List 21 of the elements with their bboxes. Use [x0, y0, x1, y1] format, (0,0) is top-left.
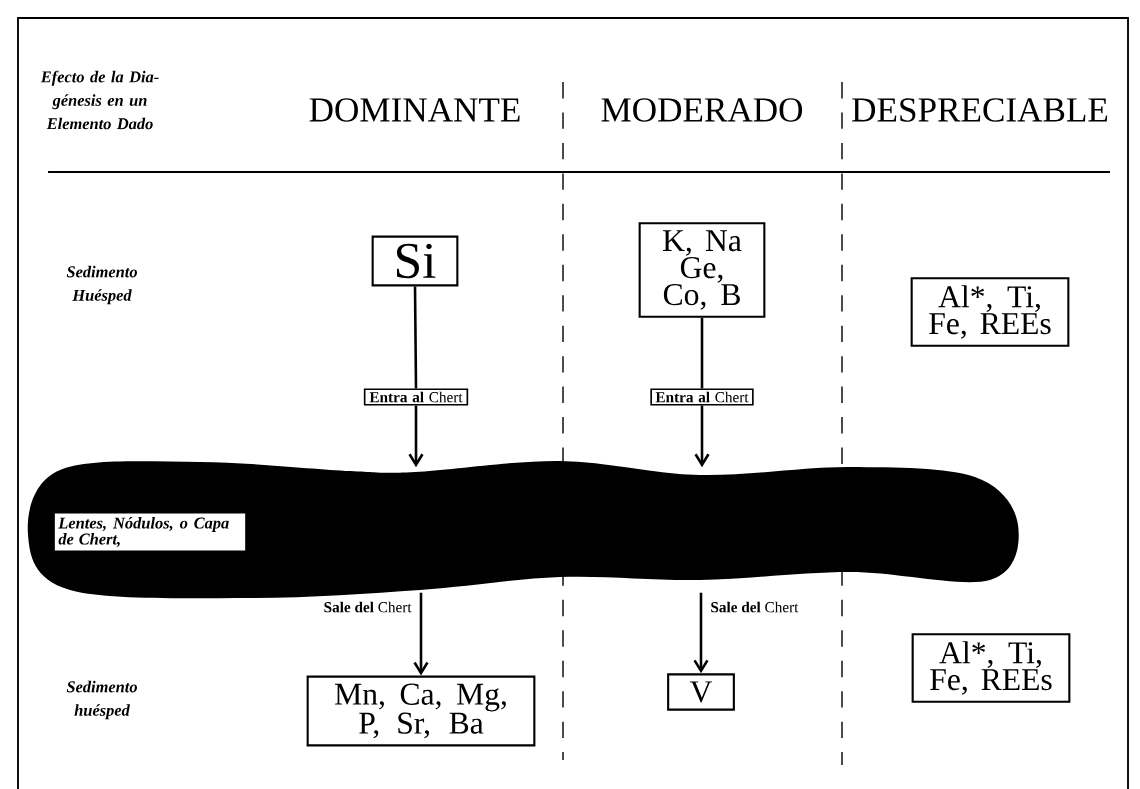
arrow — [413, 592, 429, 676]
column-heading: Efecto de la Dia-génesis en un Elemento Dado — [40, 70, 159, 130]
arrow — [693, 592, 709, 674]
element-box: Entra al Chert — [363, 388, 469, 406]
element-box: K, Na Ge, Co, B — [638, 222, 766, 318]
arrow — [694, 405, 710, 468]
element-box: Si — [371, 235, 459, 287]
edge-label: Sale del Chert — [709, 600, 800, 614]
element-box: Al*, Ti, Fe, REEs — [911, 633, 1071, 703]
row-label: Sedimento huésped — [66, 680, 137, 720]
element-box: Al*, Ti, Fe, REEs — [910, 277, 1070, 347]
column-heading: MODERADO — [601, 98, 803, 122]
edge-label: Sale del Chert — [322, 600, 413, 614]
element-box: Entra al Chert — [650, 388, 754, 406]
column-heading: DESPRECIABLE — [852, 98, 1108, 122]
chert-band: Lentes, Nódulos, o Capa de Chert, — [27, 461, 1019, 599]
element-box: V — [667, 673, 735, 711]
element-box: Mn, Ca, Mg, P, Sr, Ba — [306, 675, 536, 747]
column-heading: DOMINANTE — [309, 98, 520, 122]
row-label: Sedimento Huésped — [66, 265, 137, 305]
arrow — [408, 405, 424, 468]
